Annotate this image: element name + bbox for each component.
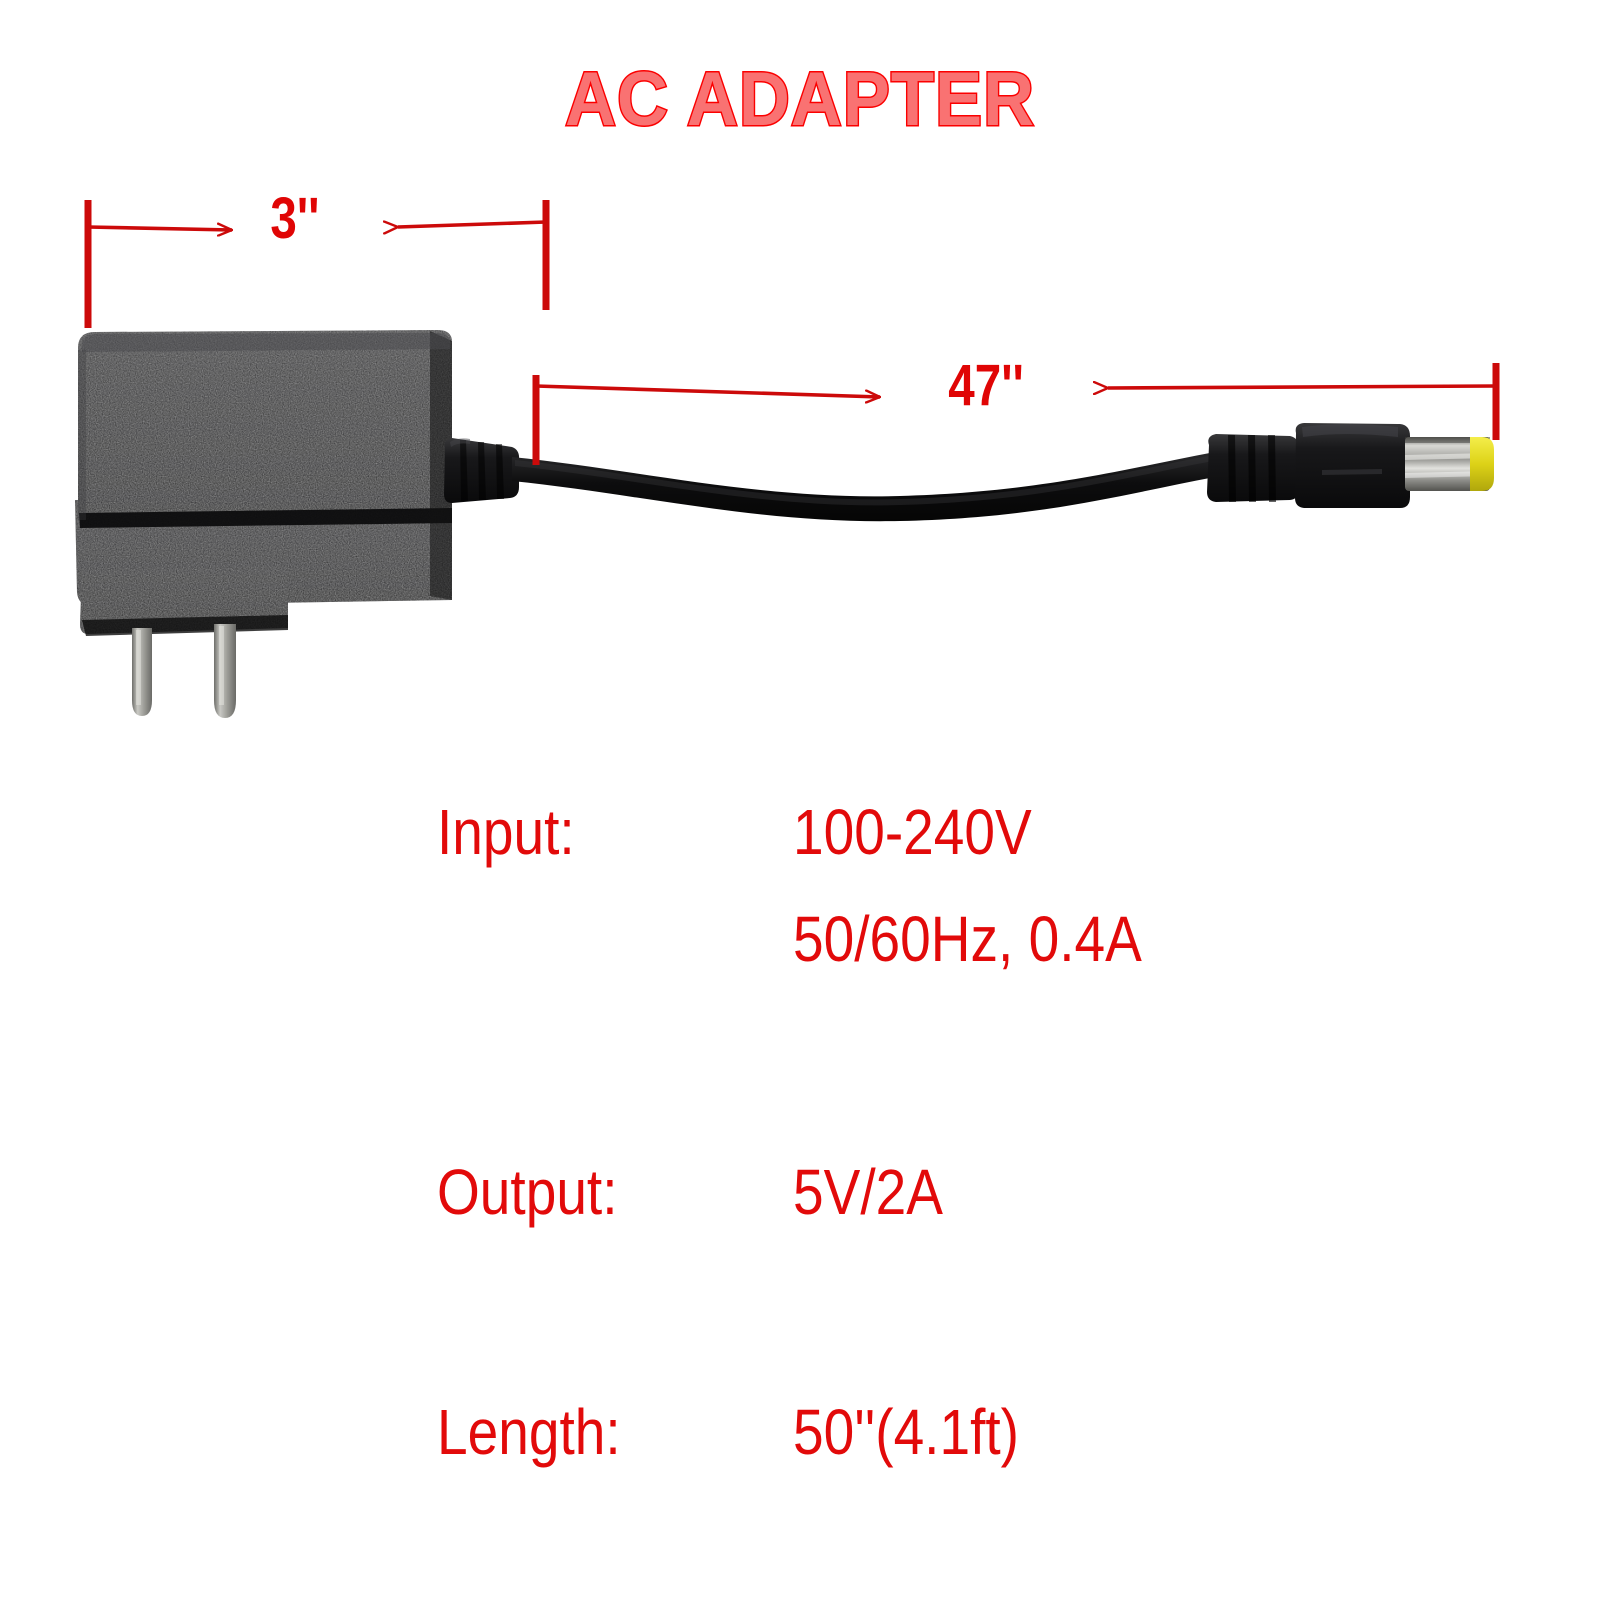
- spec-row-input: Input: 100-240V 50/60Hz, 0.4A: [437, 800, 1537, 971]
- spec-value-input-frequency: 50/60Hz, 0.4A: [793, 903, 1142, 975]
- spec-label-length: Length:: [437, 1396, 621, 1468]
- spec-label-input: Input:: [437, 796, 575, 868]
- ac-prongs: [132, 624, 236, 718]
- spec-value-length: 50''(4.1ft): [793, 1396, 1019, 1468]
- cable-strain-relief: [444, 438, 520, 503]
- spec-row-output: Output: 5V/2A: [437, 860, 1537, 1224]
- specifications-block: Input: 100-240V 50/60Hz, 0.4A Output: 5V…: [437, 800, 1537, 1464]
- spec-value-output: 5V/2A: [793, 1156, 943, 1228]
- page-title: AC ADAPTER: [564, 57, 1036, 142]
- dc-barrel-plug: [1207, 423, 1494, 508]
- wall-adapter-body: [75, 330, 452, 636]
- dc-cable: [512, 452, 1215, 522]
- dimension-adapter-width: [84, 200, 550, 328]
- spec-value-input-voltage: 100-240V: [793, 796, 1032, 868]
- dimension-label-cable-length: 47'': [948, 353, 1024, 418]
- dimension-label-adapter-width: 3'': [270, 186, 320, 251]
- barrel-plug-yellow-tip: [1470, 437, 1494, 491]
- spec-label-output: Output:: [437, 1156, 618, 1228]
- dimension-cable-length: [532, 363, 1500, 465]
- spec-row-length: Length: 50''(4.1ft): [437, 920, 1537, 1464]
